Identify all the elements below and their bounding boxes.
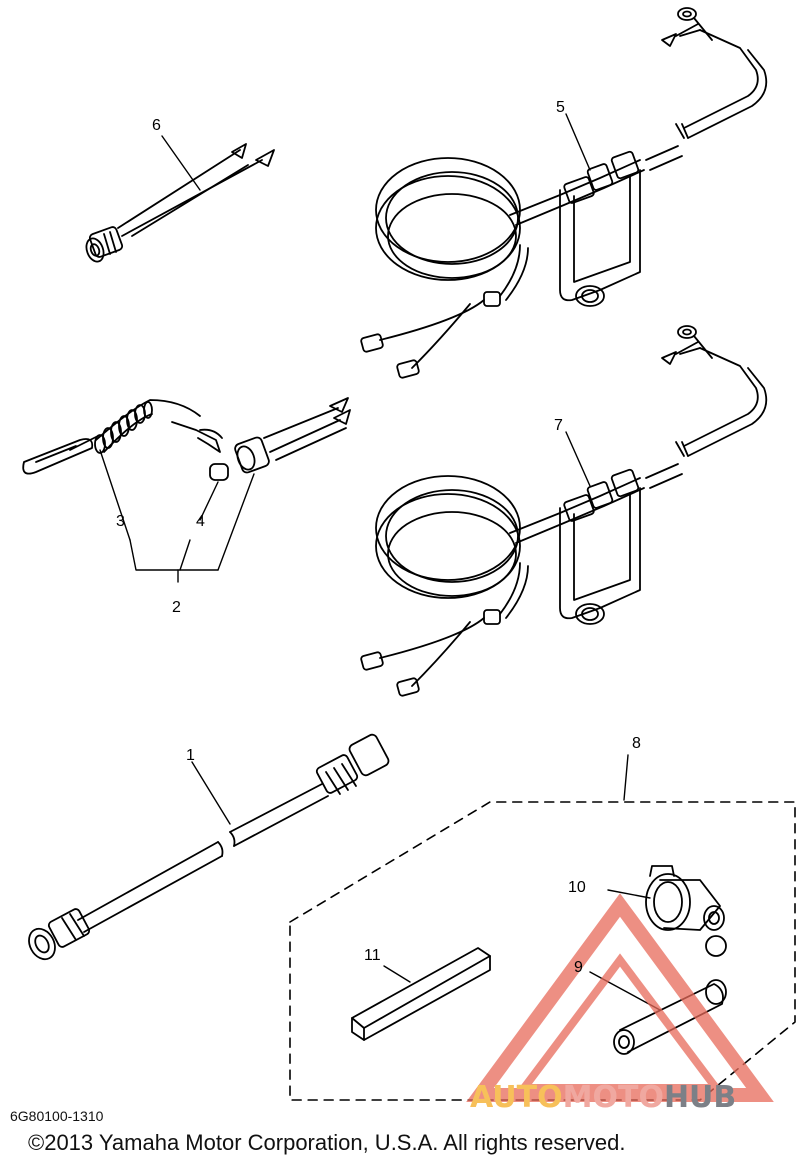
diagram-part-code: 6G80100-1310: [10, 1108, 104, 1124]
callout-10: 10: [568, 879, 586, 896]
watermark-auto: AUTO: [470, 1080, 563, 1115]
callout-3: 3: [116, 513, 125, 530]
part-7-wiring-harness: [360, 325, 768, 697]
part-10-fitting: [607, 865, 727, 957]
callout-5: 5: [556, 99, 565, 116]
part-8-kit-outline: [289, 801, 796, 1101]
callout-8: 8: [632, 735, 641, 752]
part-5-wiring-harness: [360, 7, 768, 379]
watermark-logo: [466, 893, 774, 1102]
callout-11: 11: [364, 947, 381, 964]
callout-7: 7: [554, 417, 563, 434]
part-6-lead-wire: [85, 143, 275, 263]
callout-9: 9: [574, 959, 583, 976]
callout-6: 6: [152, 117, 161, 134]
part-2-emergency-switch-lanyard: [22, 397, 351, 481]
leader-7: [565, 431, 591, 487]
callout-4: 4: [196, 513, 205, 530]
part-1-cable: [28, 733, 390, 961]
watermark-text: AUTOMOTOHUB: [470, 1080, 736, 1115]
leader-1: [191, 761, 231, 825]
part-11-bar: [351, 947, 491, 1041]
callout-leaders-2-3-4: [99, 449, 255, 583]
coil-spring: [94, 401, 153, 454]
watermark-hub: HUB: [663, 1080, 737, 1115]
watermark-moto: MOTO: [562, 1080, 664, 1115]
copyright-notice: ©2013 Yamaha Motor Corporation, U.S.A. A…: [28, 1130, 626, 1155]
leader-6: [161, 135, 201, 191]
callout-1: 1: [186, 747, 195, 764]
leader-5: [565, 113, 591, 171]
callout-labels: 1 2 3 4 5 6 7 8 9 10 11: [116, 99, 641, 976]
callout-2: 2: [172, 599, 181, 616]
